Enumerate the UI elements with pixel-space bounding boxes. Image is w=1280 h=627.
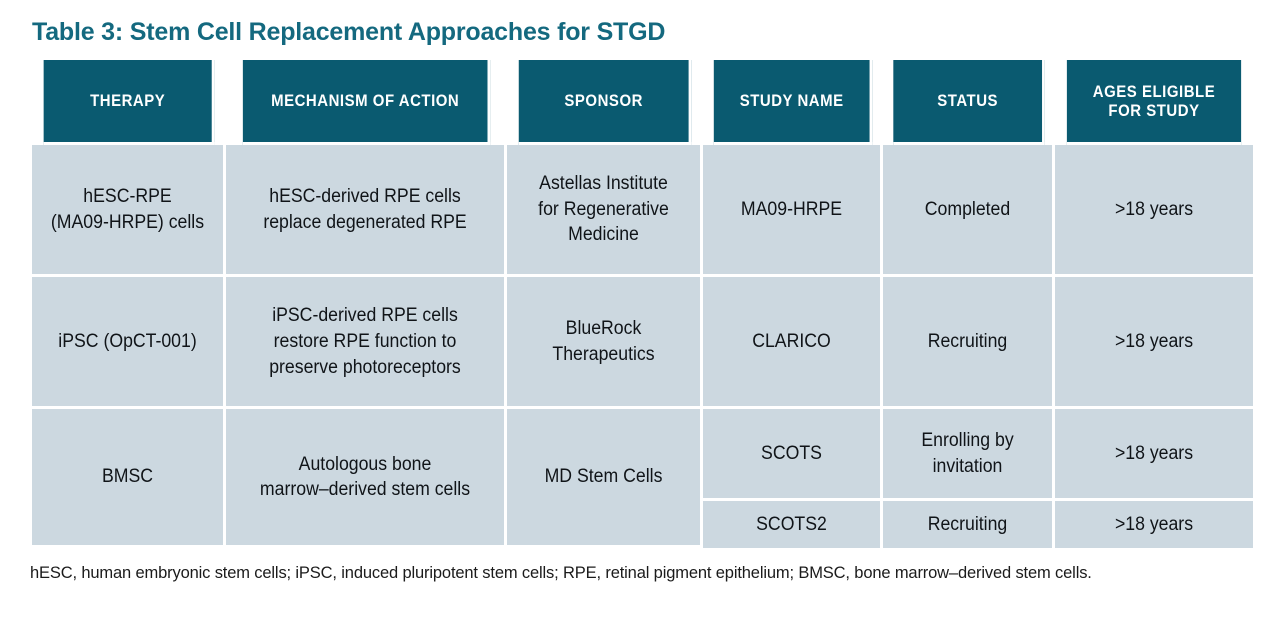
table-container: THERAPY MECHANISM OF ACTION SPONSOR STUD… [32, 60, 1253, 548]
column-header-sponsor: SPONSOR [518, 60, 692, 145]
header-row: THERAPY MECHANISM OF ACTION SPONSOR STUD… [32, 60, 1253, 145]
table-body: hESC-RPE (MA09-HRPE) cells hESC-derived … [32, 145, 1253, 548]
stem-cell-approaches-table: THERAPY MECHANISM OF ACTION SPONSOR STUD… [32, 60, 1253, 548]
cell-ages: >18 years [1055, 277, 1253, 410]
cell-study-name: SCOTS [703, 409, 883, 502]
cell-mechanism: hESC-derived RPE cells replace degenerat… [226, 145, 507, 278]
therapy-line-2: (MA09-HRPE) cells [50, 211, 205, 233]
status-line-1: Recruiting [927, 513, 1008, 535]
sponsor-line-2: Therapeutics [552, 343, 655, 365]
table-footnote: hESC, human embryonic stem cells; iPSC, … [30, 564, 1092, 582]
study-name-value: MA09-HRPE [740, 198, 843, 220]
cell-mechanism: iPSC-derived RPE cells restore RPE funct… [226, 277, 507, 410]
mechanism-line-2: replace degenerated RPE [263, 211, 467, 233]
column-header-mechanism: MECHANISM OF ACTION [242, 60, 491, 145]
ages-eligible-line-1: AGES ELIGIBLE [1092, 81, 1216, 101]
cell-therapy: BMSC [32, 409, 226, 548]
cell-ages: >18 years [1055, 145, 1253, 278]
table-row: BMSC Autologous bone marrow–derived stem… [32, 409, 1253, 548]
column-header-status: STATUS [893, 60, 1045, 145]
cell-therapy: hESC-RPE (MA09-HRPE) cells [32, 145, 226, 278]
column-header-ages-eligible: AGES ELIGIBLE FOR STUDY [1066, 60, 1242, 145]
sponsor-line-2: for Regenerative [538, 198, 669, 220]
status-line-2: invitation [932, 455, 1003, 477]
mechanism-line-3: preserve photoreceptors [269, 356, 461, 378]
mechanism-line-2: marrow–derived stem cells [259, 479, 471, 501]
ages-eligible-line-2: FOR STUDY [1108, 101, 1200, 120]
table-header: THERAPY MECHANISM OF ACTION SPONSOR STUD… [32, 60, 1253, 145]
cell-sponsor: BlueRock Therapeutics [507, 277, 703, 410]
cell-status: Enrolling by invitation [883, 409, 1055, 502]
study-name-value: CLARICO [752, 331, 831, 352]
cell-study-name: CLARICO [703, 277, 883, 410]
study-name-value: SCOTS [761, 443, 822, 465]
cell-study-name: SCOTS2 [703, 501, 883, 548]
column-header-therapy: THERAPY [43, 60, 215, 145]
cell-status: Recruiting [883, 501, 1055, 548]
status-value: Recruiting [927, 331, 1008, 352]
cell-ages: >18 years [1055, 501, 1253, 548]
cell-therapy: iPSC (OpCT-001) [32, 277, 226, 410]
ages-value: >18 years [1114, 198, 1194, 220]
cell-status: Completed [883, 145, 1055, 278]
therapy-line-1: iPSC (OpCT-001) [58, 331, 197, 352]
sponsor-line-1: Astellas Institute [539, 173, 668, 195]
mechanism-line-2: restore RPE function to [273, 331, 457, 352]
mechanism-line-1: iPSC-derived RPE cells [272, 305, 458, 327]
page-title: Table 3: Stem Cell Replacement Approache… [32, 18, 666, 46]
table-row: hESC-RPE (MA09-HRPE) cells hESC-derived … [32, 145, 1253, 278]
cell-mechanism: Autologous bone marrow–derived stem cell… [226, 409, 507, 548]
ages-value: >18 years [1114, 443, 1194, 465]
cell-status: Recruiting [883, 277, 1055, 410]
sponsor-line-3: Medicine [568, 224, 639, 246]
cell-study-name: MA09-HRPE [703, 145, 883, 278]
sponsor-line-1: MD Stem Cells [544, 466, 663, 488]
status-value: Completed [924, 198, 1011, 220]
column-header-study-name: STUDY NAME [713, 60, 873, 145]
therapy-line-1: BMSC [101, 466, 154, 488]
cell-ages: >18 years [1055, 409, 1253, 502]
mechanism-line-1: Autologous bone [298, 453, 432, 475]
ages-value: >18 years [1114, 331, 1194, 352]
mechanism-line-1: hESC-derived RPE cells [269, 185, 461, 207]
cell-sponsor: Astellas Institute for Regenerative Medi… [507, 145, 703, 278]
study-name-value: SCOTS2 [756, 513, 827, 535]
cell-sponsor: MD Stem Cells [507, 409, 703, 548]
sponsor-line-1: BlueRock [565, 318, 642, 340]
table-row: SCOTS2 Recruiting >18 years [32, 501, 1253, 548]
status-line-1: Enrolling by [921, 430, 1014, 452]
table-row: iPSC (OpCT-001) iPSC-derived RPE cells r… [32, 277, 1253, 410]
therapy-line-1: hESC-RPE [83, 185, 172, 207]
ages-value: >18 years [1114, 513, 1194, 535]
